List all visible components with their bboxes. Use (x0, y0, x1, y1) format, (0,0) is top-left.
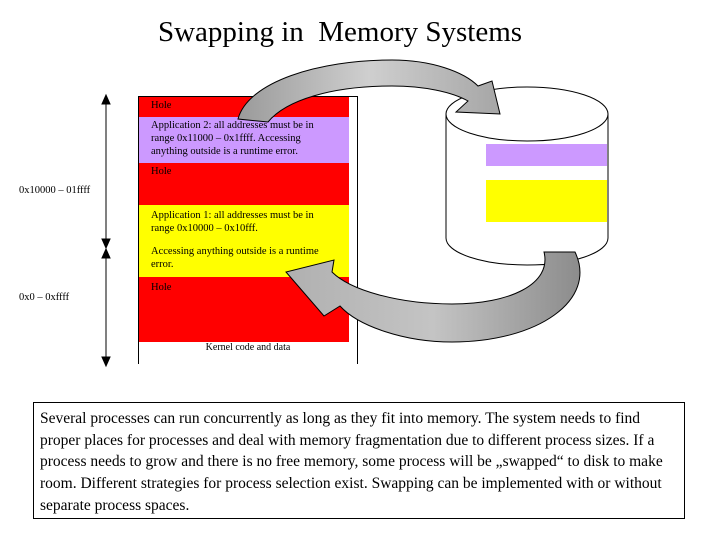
disk-block-application-1 (486, 180, 607, 222)
slide-title: Swapping in Memory Systems (157, 16, 523, 48)
segment-label: Hole (151, 166, 172, 177)
description-box: Several processes can run concurrently a… (33, 402, 685, 519)
swap-out-arrow-icon (237, 59, 501, 123)
address-range-lower: 0x0 – 0xffff (19, 292, 70, 303)
memory-segment-hole-middle: Hole (139, 163, 349, 205)
address-range-upper: 0x10000 – 01ffff (19, 185, 91, 196)
disk-cylinder-icon (445, 86, 609, 266)
swap-in-arrow-icon (285, 251, 581, 343)
segment-label: Hole (151, 282, 172, 293)
disk-block-application-2 (486, 144, 607, 166)
memory-map: Hole Application 2: all addresses must b… (138, 96, 358, 364)
dimension-arrow-lower (101, 247, 111, 368)
segment-label: Application 2: all addresses must be in … (151, 120, 314, 157)
memory-segment-kernel: Kernel code and data (139, 342, 357, 364)
segment-label: Kernel code and data (205, 342, 291, 353)
dimension-arrow-upper (101, 93, 111, 250)
description-text: Several processes can run concurrently a… (40, 410, 663, 514)
segment-label: Hole (151, 100, 172, 111)
memory-segment-application-2: Application 2: all addresses must be in … (139, 117, 349, 163)
segment-label: Accessing anything outside is a runtime … (151, 246, 319, 270)
memory-segment-application-1: Application 1: all addresses must be in … (139, 205, 349, 241)
segment-label: Application 1: all addresses must be in … (151, 210, 314, 234)
